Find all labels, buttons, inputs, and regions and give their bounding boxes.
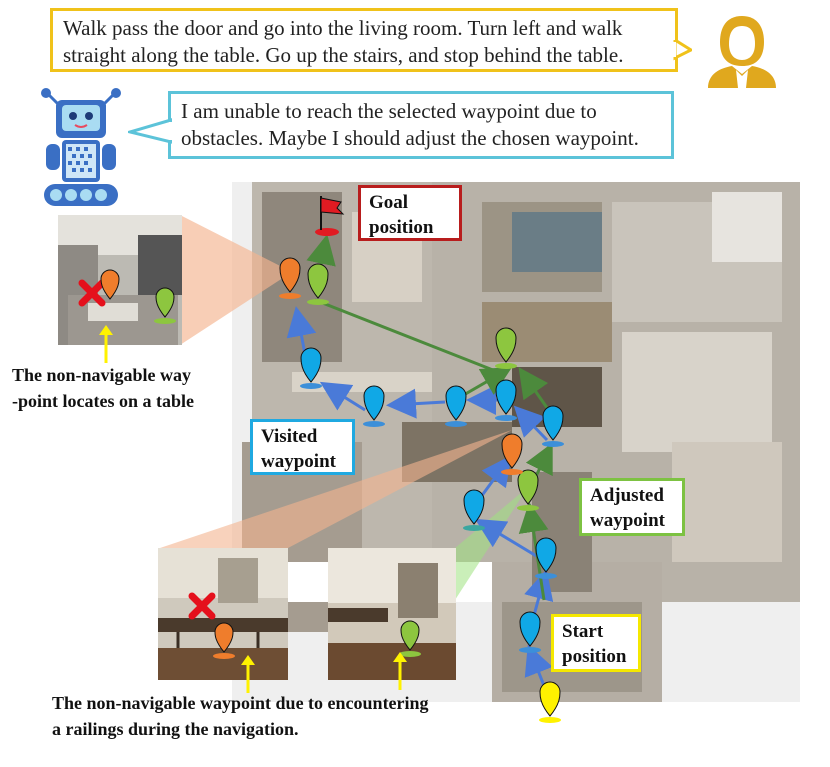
robot-icon (41, 88, 121, 206)
adjusted-waypoint-photo (328, 548, 456, 680)
robot-message-line-1: I am unable to reach the selected waypoi… (181, 99, 597, 123)
visited-waypoint-pin (542, 405, 564, 447)
yellow-pointer-arrow (241, 655, 255, 693)
railings-caption: The non-navigable waypoint due to encoun… (52, 690, 429, 742)
visited-waypoint-label: Visited waypoint (250, 419, 355, 475)
path-edge-blue (474, 518, 544, 562)
goal-label-line-1: Goal (369, 192, 409, 213)
visited-waypoint-pin (519, 611, 541, 653)
railings-caption-line-2: a railings during the navigation. (52, 719, 299, 739)
start-position-label: Start position (551, 614, 641, 672)
start-waypoint-pin (539, 681, 561, 723)
table-caption-line-2: -point locates on a table (12, 391, 194, 411)
path-edge-blue (386, 388, 446, 419)
visited-waypoint-pin (495, 379, 517, 421)
table-caption-line-1: The non-navigable way (12, 365, 192, 385)
adjusted-waypoint-label: Adjusted waypoint (579, 478, 685, 536)
goal-flag-icon (315, 196, 345, 236)
railings-obstacle-photo (158, 548, 288, 680)
table-obstacle-photo (58, 215, 182, 345)
path-edge-blue (319, 381, 366, 412)
visited-waypoint-pin (363, 385, 385, 427)
adjusted-waypoint-pin (495, 327, 517, 369)
blocked-x-icon (78, 279, 106, 307)
instruction-line-1: Walk pass the door and go into the livin… (63, 16, 623, 40)
yellow-pointer-arrow (393, 652, 407, 690)
visited-waypoint-pin (535, 537, 557, 579)
visited-waypoint-pin (445, 385, 467, 427)
person-icon (708, 16, 776, 88)
visited-waypoint-pin (300, 347, 322, 389)
visited-label-line-1: Visited (261, 426, 318, 447)
table-caption: The non-navigable way -point locates on … (12, 362, 194, 414)
path-edge-blue (513, 405, 549, 442)
start-label-line-2: position (562, 646, 627, 667)
adjusted-waypoint-pin (154, 287, 176, 324)
user-bubble-tail (672, 40, 692, 61)
adjusted-waypoint-pin (307, 263, 329, 305)
robot-bubble-tail (128, 118, 172, 144)
robot-message-line-2: obstacles. Maybe I should adjust the cho… (181, 126, 639, 150)
non-navigable-waypoint-pin (501, 433, 523, 475)
path-edge-green (314, 298, 499, 374)
visited-label-line-2: waypoint (261, 451, 336, 472)
start-label-line-1: Start (562, 621, 604, 642)
robot-message-bubble: I am unable to reach the selected waypoi… (168, 91, 674, 159)
non-navigable-waypoint-pin (279, 257, 301, 299)
goal-label-line-2: position (369, 217, 434, 238)
instruction-line-2: straight along the table. Go up the stai… (63, 43, 624, 67)
yellow-pointer-arrow (99, 325, 113, 363)
path-edge-green (518, 367, 552, 413)
user-instruction-bubble: Walk pass the door and go into the livin… (50, 8, 678, 72)
goal-position-label: Goal position (358, 185, 462, 241)
adjusted-label-line-1: Adjusted (590, 485, 664, 506)
visited-waypoint-pin (463, 489, 485, 531)
railings-caption-line-1: The non-navigable waypoint due to encoun… (52, 693, 429, 713)
adjusted-label-line-2: waypoint (590, 510, 665, 531)
adjusted-waypoint-pin (517, 469, 539, 511)
blocked-x-icon (188, 592, 216, 620)
path-edge-green (525, 442, 553, 479)
